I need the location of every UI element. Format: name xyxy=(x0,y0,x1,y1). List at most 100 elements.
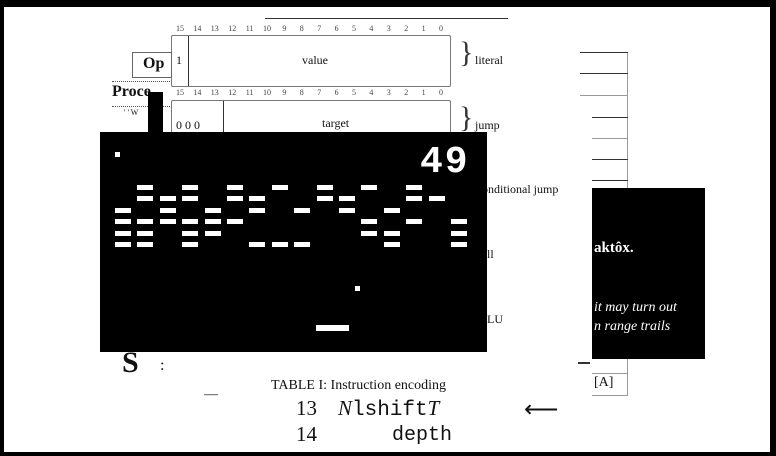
brick xyxy=(115,230,131,236)
name-suffix: T xyxy=(427,396,440,420)
brick xyxy=(406,185,423,190)
brick xyxy=(137,242,154,247)
brick xyxy=(361,185,378,190)
brick xyxy=(249,196,266,202)
bit-number: 12 xyxy=(228,24,237,33)
overlay-panel: aktôx. it may turn out n range trails xyxy=(592,188,705,359)
brace-icon: } xyxy=(459,36,474,69)
brick xyxy=(451,219,467,225)
panel-line-2: n range trails xyxy=(594,319,671,334)
table-rule xyxy=(592,395,628,396)
instruction-name: depth xyxy=(392,424,453,447)
brick xyxy=(182,185,199,190)
panel-title: aktôx. xyxy=(594,240,634,256)
brick xyxy=(227,196,243,202)
brick xyxy=(182,219,199,225)
bit-number: 2 xyxy=(404,88,409,97)
brick xyxy=(249,242,266,247)
bit-number: 6 xyxy=(334,24,339,33)
breakout-game-screen[interactable]: 49 xyxy=(100,132,487,352)
lives-indicator xyxy=(115,152,120,157)
alu-label: LU xyxy=(487,312,503,326)
brick xyxy=(115,219,131,225)
bit-number: 4 xyxy=(369,88,374,97)
brick xyxy=(428,196,445,202)
bit-number: 0 xyxy=(439,24,443,33)
literal-value-field: value xyxy=(302,53,328,67)
bit-number: 1 xyxy=(421,24,426,33)
brick xyxy=(316,196,333,202)
occluding-block xyxy=(148,92,163,137)
bit-number: 13 xyxy=(210,24,219,33)
bit-number: 6 xyxy=(334,88,339,97)
jump-label: jump xyxy=(475,118,500,132)
table-rule xyxy=(592,159,628,160)
brick xyxy=(294,242,311,247)
bit-number: 11 xyxy=(245,24,254,33)
brick xyxy=(361,230,378,236)
ball xyxy=(355,286,360,291)
bit-number: 9 xyxy=(282,24,287,33)
bit-number: 8 xyxy=(299,24,304,33)
dash-mark: — xyxy=(204,387,218,402)
brick xyxy=(204,219,221,225)
table-rule xyxy=(592,180,628,181)
table-rule xyxy=(580,95,628,96)
brick xyxy=(383,242,400,247)
brick xyxy=(227,185,243,190)
top-rule xyxy=(265,18,508,19)
bit-number: 3 xyxy=(386,24,391,33)
procedure-subtext: ' ' W xyxy=(124,108,139,117)
brick xyxy=(361,219,378,225)
brick xyxy=(182,230,199,236)
bit-number: 15 xyxy=(176,24,184,33)
table-ref: [A] xyxy=(594,375,614,390)
paddle[interactable] xyxy=(316,325,349,331)
bit-number: 5 xyxy=(352,88,356,97)
bit-number: 7 xyxy=(317,24,322,33)
conditional-jump-label: onditional jump xyxy=(482,182,559,196)
brick xyxy=(271,185,288,190)
bit-number: 15 xyxy=(176,88,184,97)
jump-opcode-bits: 0 0 0 xyxy=(176,118,200,132)
brick xyxy=(137,230,154,236)
row-number: 13 xyxy=(296,396,317,420)
brick xyxy=(204,230,221,236)
bit-number: 10 xyxy=(263,24,271,33)
brick xyxy=(451,242,467,247)
brick xyxy=(249,207,266,213)
literal-encoding-box: 1 value xyxy=(171,35,451,87)
brick xyxy=(115,242,131,247)
brick xyxy=(182,196,199,202)
brace-icon: } xyxy=(459,101,474,134)
panel-line-1: it may turn out xyxy=(594,300,677,315)
score: 49 xyxy=(420,141,470,184)
table-rule xyxy=(592,373,628,374)
brick xyxy=(115,207,131,213)
brick xyxy=(383,230,400,236)
dotted-rule xyxy=(112,106,170,107)
bit-number: 10 xyxy=(263,88,271,97)
procedure-heading: Proce xyxy=(112,83,151,100)
s-letter: S xyxy=(122,346,139,379)
jump-target-field: target xyxy=(322,116,350,130)
brick xyxy=(159,219,176,225)
table-rule xyxy=(592,138,628,139)
table-rule xyxy=(580,52,628,53)
brick xyxy=(383,207,400,213)
bit-number: 4 xyxy=(369,24,374,33)
instruction-name: NlshiftT xyxy=(338,396,439,422)
brick xyxy=(137,219,154,225)
bit-number: 0 xyxy=(439,88,443,97)
op-heading-box: Op xyxy=(132,52,172,78)
bit-number: 11 xyxy=(245,88,254,97)
brick xyxy=(294,207,311,213)
literal-label: literal xyxy=(475,53,503,67)
bit-number: 9 xyxy=(282,88,287,97)
brick xyxy=(406,196,423,202)
brick xyxy=(159,207,176,213)
bit-number: 7 xyxy=(317,88,322,97)
row-number: 14 xyxy=(296,422,317,446)
bit-number: 13 xyxy=(210,88,219,97)
brick xyxy=(227,219,243,225)
